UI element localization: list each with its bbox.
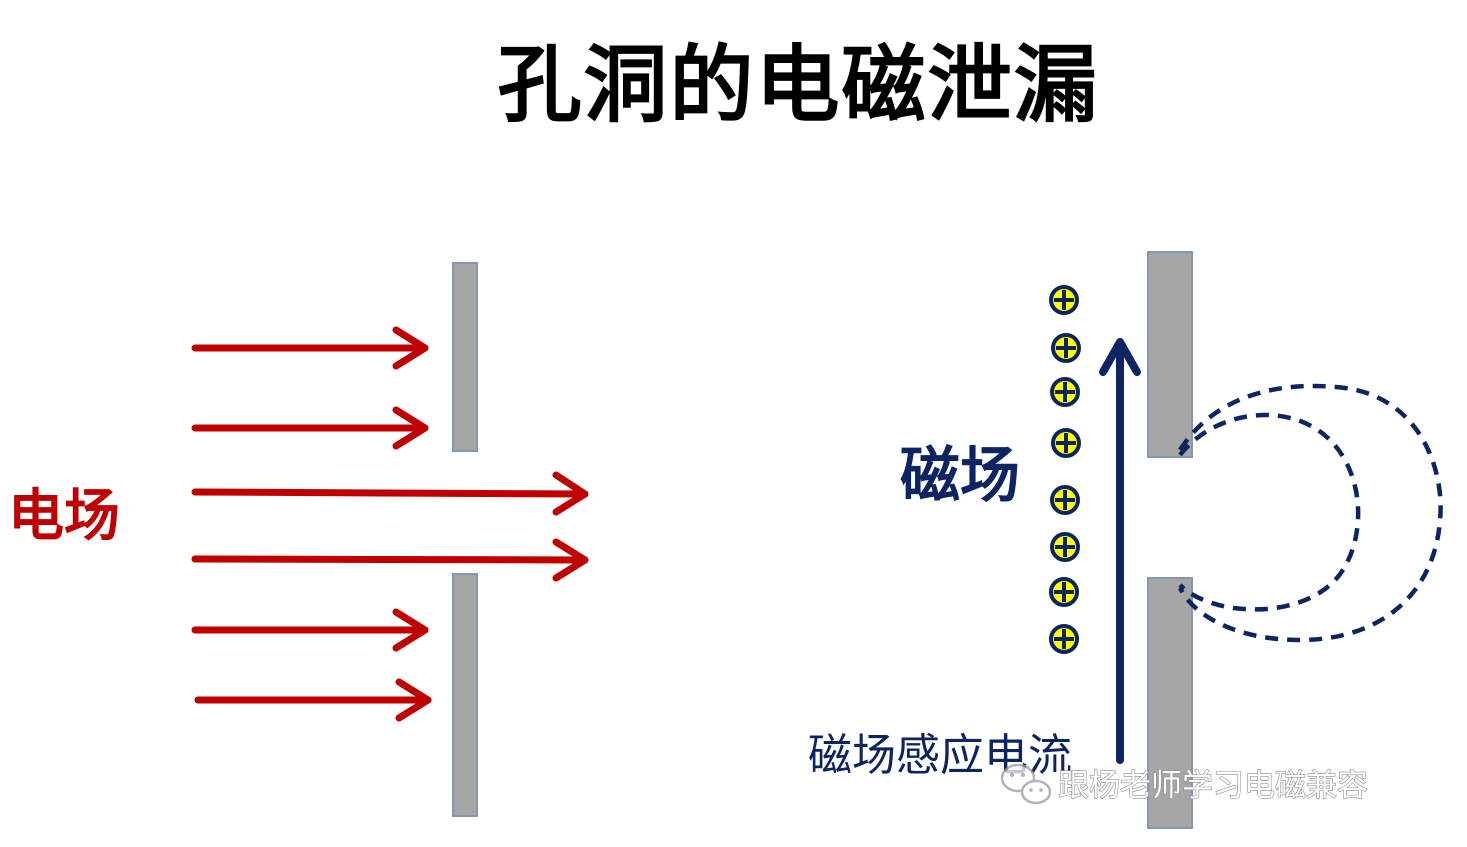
- positive-charge: [1051, 428, 1081, 458]
- positive-charge: [1049, 285, 1079, 315]
- positive-charge: [1051, 333, 1081, 363]
- positive-charge: [1049, 577, 1079, 607]
- electric-field-panel: 电场: [8, 262, 589, 817]
- wechat-icon: [1000, 763, 1052, 805]
- shield-plate-lower: [1147, 577, 1193, 829]
- positive-charges: [1049, 285, 1081, 654]
- watermark: 跟杨老师学习电磁兼容: [1000, 763, 1369, 805]
- induced-current-arrow: [1099, 338, 1141, 764]
- shield-plate-upper: [452, 262, 478, 452]
- field-arrow: [191, 326, 429, 370]
- shield-plate-lower: [452, 573, 478, 817]
- electric-field-label: 电场: [8, 484, 120, 549]
- field-arrow: [194, 678, 432, 722]
- electric-field-arrows: [191, 326, 589, 722]
- outer-leakage-loop: [1177, 383, 1443, 643]
- positive-charge: [1050, 377, 1080, 407]
- positive-charge: [1050, 532, 1080, 562]
- page-title: 孔洞的电磁泄漏: [497, 35, 1100, 134]
- positive-charge: [1049, 624, 1079, 654]
- inner-leakage-loop: [1178, 412, 1361, 612]
- field-arrow: [191, 608, 429, 652]
- field-arrow-through-aperture: [191, 471, 589, 516]
- positive-charge: [1050, 485, 1080, 515]
- magnetic-field-label: 磁场: [900, 441, 1020, 511]
- watermark-text: 跟杨老师学习电磁兼容: [1058, 768, 1368, 804]
- shield-plate-upper: [1147, 251, 1193, 458]
- field-arrow: [191, 406, 429, 450]
- field-arrow-through-aperture: [191, 538, 589, 582]
- magnetic-leakage-loops: [1177, 383, 1443, 643]
- magnetic-field-panel: 磁场 磁场感应电流: [808, 251, 1443, 829]
